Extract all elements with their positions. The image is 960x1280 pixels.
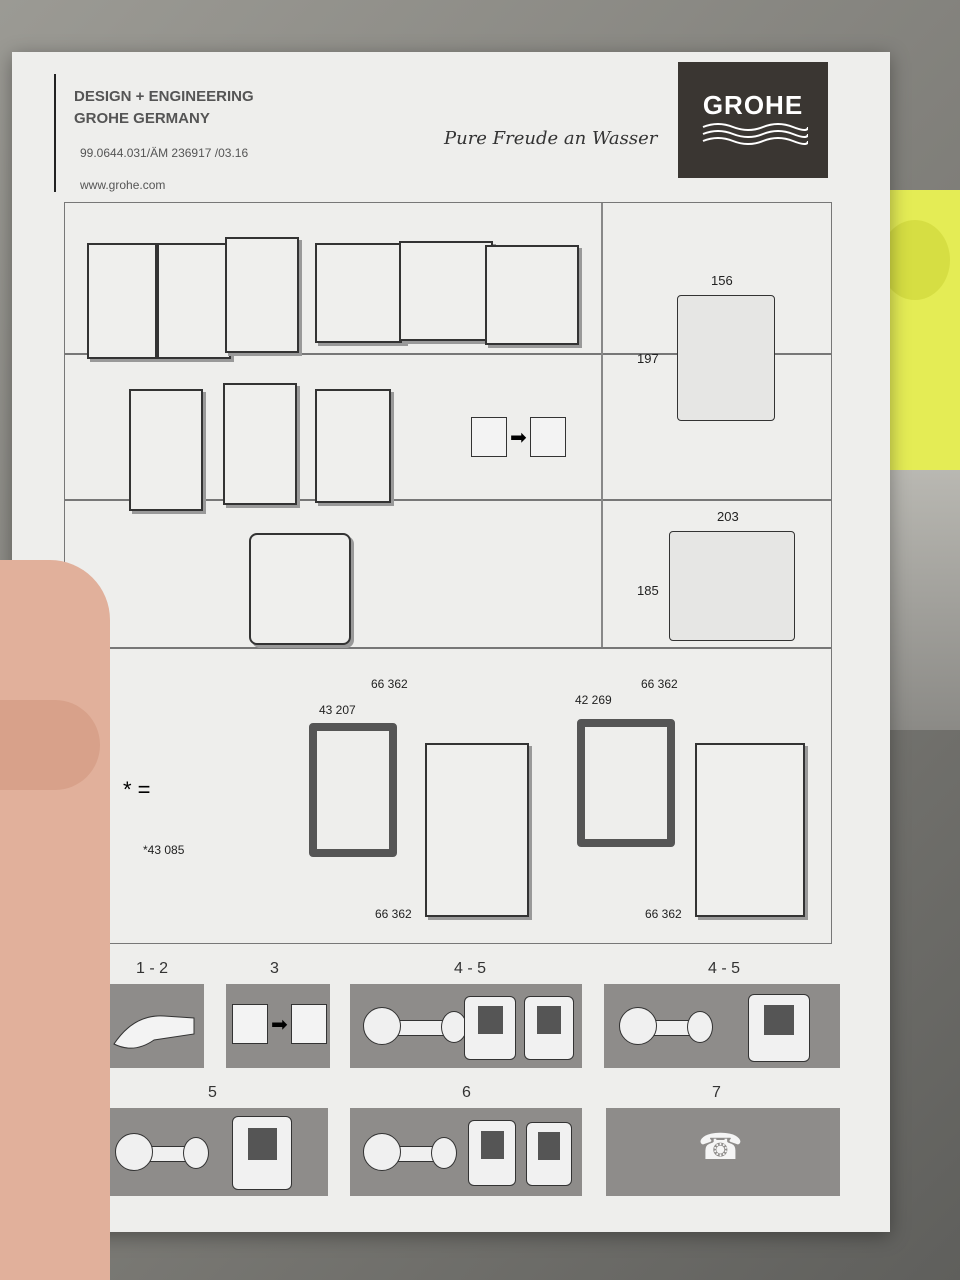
flush-plate-2 bbox=[157, 243, 231, 359]
step-label-4: 4 - 5 bbox=[708, 960, 741, 977]
frame1-code: 43 207 bbox=[319, 703, 356, 717]
thumb bbox=[0, 700, 100, 790]
row-divider-1 bbox=[65, 353, 831, 355]
holding-hand bbox=[0, 560, 110, 1280]
cistern-icon-6 bbox=[526, 1122, 572, 1186]
dim-height-2: 185 bbox=[637, 583, 659, 598]
col-divider bbox=[601, 203, 603, 647]
dim-height-1: 197 bbox=[637, 351, 659, 366]
mounting-frame-1 bbox=[309, 723, 397, 857]
row-divider-2 bbox=[65, 499, 831, 501]
hand-wipe-icon bbox=[113, 1015, 195, 1049]
cistern-icon-4 bbox=[232, 1116, 292, 1190]
flush-plate-3 bbox=[225, 237, 299, 353]
cistern-icon-5 bbox=[468, 1120, 516, 1186]
kit-code: *43 085 bbox=[143, 843, 185, 857]
telephone-icon: ☎ bbox=[698, 1126, 743, 1167]
instruction-sheet: DESIGN + ENGINEERING GROHE GERMANY 99.06… bbox=[12, 52, 890, 1232]
square-d bbox=[290, 1004, 327, 1044]
wrench-icon-4 bbox=[363, 1133, 457, 1171]
dim-width-1: 156 bbox=[711, 273, 733, 288]
flush-plate-9 bbox=[315, 389, 391, 503]
square-a bbox=[471, 417, 507, 457]
flush-plate-4 bbox=[315, 243, 405, 343]
screw-code-c: 66 362 bbox=[641, 677, 678, 691]
website: www.grohe.com bbox=[80, 178, 166, 192]
cistern-icon-2 bbox=[524, 996, 574, 1060]
step-label-7: 7 bbox=[712, 1084, 721, 1101]
dim-width-2: 203 bbox=[717, 509, 739, 524]
swap-graphic-2: ➡ bbox=[232, 1004, 327, 1044]
step-panel-4 bbox=[604, 984, 840, 1068]
header-rule bbox=[54, 74, 56, 192]
step-label-2: 3 bbox=[270, 960, 279, 977]
mounting-frame-2 bbox=[577, 719, 675, 847]
step-panel-1 bbox=[104, 984, 204, 1068]
step-label-5: 5 bbox=[208, 1084, 217, 1101]
step-panel-7: ☎ bbox=[606, 1108, 840, 1196]
wrench-icon bbox=[363, 1007, 467, 1045]
plate-outline-1 bbox=[677, 295, 775, 421]
doc-number: 99.0644.031/ÄM 236917 /03.16 bbox=[80, 146, 249, 160]
square-c bbox=[232, 1004, 268, 1044]
flush-plate-7 bbox=[129, 389, 203, 511]
swap-graphic: ➡ bbox=[471, 417, 566, 457]
tagline: Pure Freude an Wasser bbox=[444, 128, 658, 149]
step-label-6: 6 bbox=[462, 1084, 471, 1101]
flush-plate-1 bbox=[87, 243, 157, 359]
step-panel-2: ➡ bbox=[226, 984, 330, 1068]
logo-text: GROHE bbox=[702, 90, 804, 120]
wrench-icon-2 bbox=[619, 1007, 713, 1045]
diagram-grid: ➡ 156 197 203 185 * = *43 085 66 362 43 … bbox=[64, 202, 832, 944]
header-line-1: DESIGN + ENGINEERING bbox=[74, 88, 254, 105]
step-panel-6 bbox=[350, 1108, 582, 1196]
frame2-code: 42 269 bbox=[575, 693, 612, 707]
asterisk-equals: * = bbox=[123, 777, 151, 802]
square-b bbox=[529, 417, 566, 457]
header-line-2: GROHE GERMANY bbox=[74, 110, 210, 127]
grohe-logo: GROHE bbox=[678, 62, 828, 178]
screw-code-a: 66 362 bbox=[371, 677, 408, 691]
flush-plate-10 bbox=[249, 533, 351, 645]
flush-plate-8 bbox=[223, 383, 297, 505]
metal-surface bbox=[880, 470, 960, 730]
screw-code-d: 66 362 bbox=[645, 907, 682, 921]
cover-plate-2 bbox=[695, 743, 805, 917]
flush-plate-5 bbox=[399, 241, 493, 341]
row-divider-3 bbox=[65, 647, 831, 649]
screw-code-b: 66 362 bbox=[375, 907, 412, 921]
flush-plate-6 bbox=[485, 245, 579, 345]
cover-plate-1 bbox=[425, 743, 529, 917]
arrow-right-icon: ➡ bbox=[510, 426, 527, 449]
cistern-icon-1 bbox=[464, 996, 516, 1060]
cistern-icon-3 bbox=[748, 994, 810, 1062]
step-panel-3 bbox=[350, 984, 582, 1068]
step-label-3: 4 - 5 bbox=[454, 960, 487, 977]
step-label-1: 1 - 2 bbox=[136, 960, 169, 977]
plate-outline-2 bbox=[669, 531, 795, 641]
step-panel-5 bbox=[102, 1108, 328, 1196]
wrench-icon-3 bbox=[115, 1133, 209, 1171]
waves-icon bbox=[702, 123, 809, 145]
arrow-right-icon-2: ➡ bbox=[271, 1013, 288, 1036]
